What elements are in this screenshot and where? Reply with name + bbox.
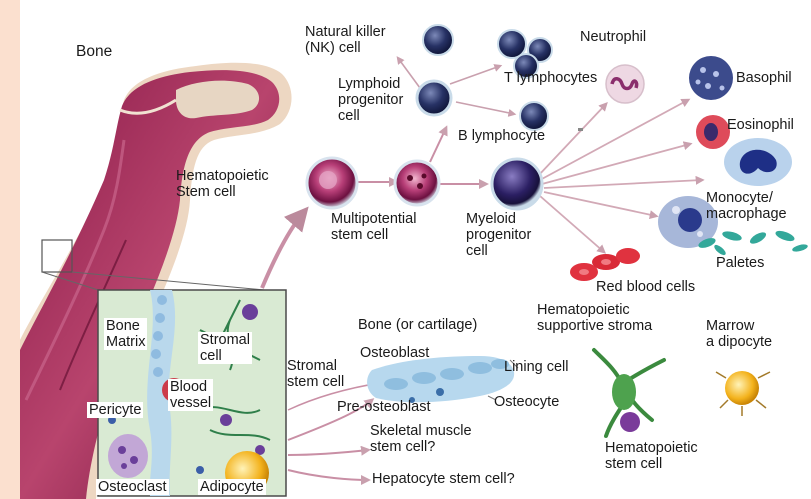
label-bone-cartilage: Bone (or cartilage) [358,317,477,333]
label-pre-osteoblast: Pre-osteoblast [337,399,431,415]
label-skeletal-muscle: Skeletal muscle stem cell? [370,423,472,455]
label-stromal-cell: Stromal cell [198,332,252,364]
label-t-lymphocytes: T lymphocytes [504,70,597,86]
label-red-blood-cells: Red blood cells [596,279,695,295]
label-marrow-adipocyte: Marrow a dipocyte [706,318,772,350]
label-lymphoid-progenitor: Lymphoid progenitor cell [338,76,403,124]
label-osteoblast: Osteoblast [360,345,429,361]
label-hematopoietic-stem-cell-top: Hematopoietic Stem cell [176,168,269,200]
label-multipotential-stem-cell: Multipotential stem cell [331,211,416,243]
label-neutrophil: Neutrophil [580,29,646,45]
label-hematopoietic-stem-cell-bottom: Hematopoietic stem cell [605,440,698,472]
label-stromal-stem-cell: Stromal stem cell [287,358,344,390]
neutrophil-illustration [606,65,644,103]
b-lymphocyte-illustration [520,102,548,130]
label-eosinophil: Eosinophil [727,117,794,133]
basophil-illustration [689,56,733,100]
label-basophil: Basophil [736,70,792,86]
hematopoietic-stem-cell-illustration [307,158,357,208]
label-pericyte: Pericyte [87,402,143,418]
label-blood-vessel: Blood vessel [168,379,213,411]
eosinophil-illustration [696,115,730,149]
label-monocyte: Monocyte/ macrophage [706,190,787,222]
label-bone-matrix: Bone Matrix [104,318,147,350]
label-myeloid-progenitor: Myeloid progenitor cell [466,211,531,259]
myeloid-progenitor-illustration [492,159,542,209]
label-nk-cell: Natural killer (NK) cell [305,24,386,56]
label-b-lymphocyte: B lymphocyte [458,128,545,144]
label-paletes: Paletes [716,255,764,271]
label-osteocyte: Osteocyte [494,394,559,410]
label-bone: Bone [76,44,112,60]
monocyte-illustration [724,138,792,186]
lymphoid-progenitor-illustration [417,81,451,115]
label-hematopoietic-supportive-stroma: Hematopoietic supportive stroma [537,302,652,334]
label-osteoclast: Osteoclast [96,479,169,495]
label-adipocyte: Adipocyte [198,479,266,495]
multipotential-cell-illustration [395,161,439,205]
label-lining-cell: Lining cell [504,359,569,375]
nk-cell-illustration [423,25,453,55]
label-hepatocyte: Hepatocyte stem cell? [372,471,515,487]
left-band [0,0,20,499]
